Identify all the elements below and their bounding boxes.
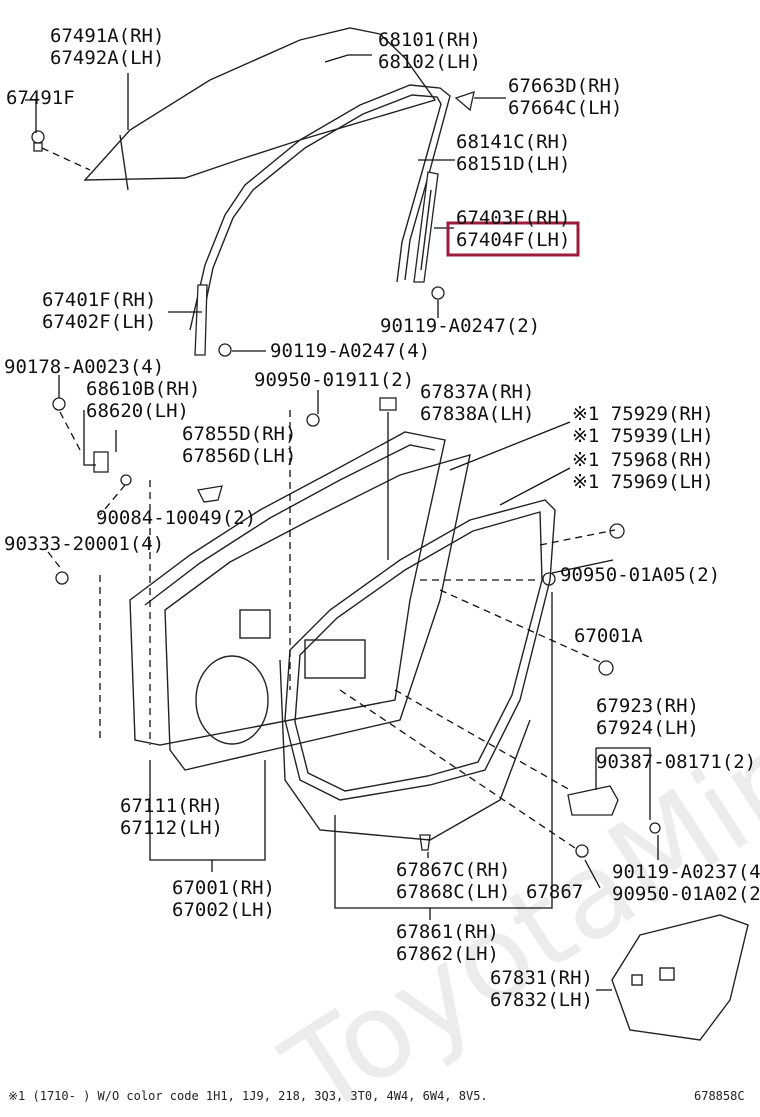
clip-90950-01911: [306, 413, 320, 427]
plug-90950-01a02: [575, 844, 589, 858]
label-75968: ※1 75968(RH): [572, 449, 714, 471]
label-67002: 67002(LH): [172, 899, 275, 921]
label-67837a: 67837A(RH): [420, 381, 534, 403]
label-75969: ※1 75969(LH): [572, 471, 714, 493]
footer-note: ※1 (1710- ) W/O color code 1H1, 1J9, 218…: [8, 1089, 488, 1103]
label-67861: 67861(RH): [396, 921, 499, 943]
bolt-90084: [120, 474, 132, 486]
label-67402f: 67402F(LH): [42, 311, 156, 333]
leader-lines: [25, 54, 659, 991]
label-90387: 90387-08171(2): [596, 751, 756, 773]
label-90178: 90178-A0023(4): [4, 356, 164, 378]
hinge-68610b: [93, 451, 109, 473]
label-67663d: 67663D(RH): [508, 75, 622, 97]
label-67401f: 67401F(RH): [42, 289, 156, 311]
mirror-cover-67923: [567, 785, 619, 816]
label-75929: ※1 75929(RH): [572, 403, 714, 425]
label-67111: 67111(RH): [120, 795, 223, 817]
highlight-box: [446, 221, 580, 257]
label-67867: 67867: [526, 881, 583, 903]
label-67923: 67923(RH): [596, 695, 699, 717]
door-inner-panel: [164, 454, 471, 771]
door-opening-trim: [279, 659, 531, 841]
screw-90333: [55, 571, 69, 585]
label-67832: 67832(LH): [490, 989, 593, 1011]
door-outer-panel: [129, 431, 446, 746]
corner-cover: [454, 91, 475, 112]
clip-67867c: [419, 834, 431, 851]
bolt-90119-a0237: [649, 822, 661, 834]
door-frame-moulding: [189, 84, 451, 331]
label-67664c: 67664C(LH): [508, 97, 622, 119]
label-90950-01a02: 90950-01A02(2): [612, 883, 760, 905]
label-68141c: 68141C(RH): [456, 131, 570, 153]
label-67491f: 67491F: [6, 87, 75, 109]
label-67404f: 67404F(LH): [456, 229, 570, 251]
label-68151d: 68151D(LH): [456, 153, 570, 175]
label-90119-a0237: 90119-A0237(4): [612, 861, 760, 883]
label-67492a: 67492A(LH): [50, 47, 164, 69]
label-67924: 67924(LH): [596, 717, 699, 739]
cushion-67855d: [197, 485, 223, 503]
label-67856d: 67856D(LH): [182, 445, 296, 467]
label-67867c: 67867C(RH): [396, 859, 510, 881]
clip-67837a: [379, 397, 397, 411]
label-67403f: 67403F(RH): [456, 207, 570, 229]
label-68102: 68102(LH): [378, 51, 481, 73]
label-90950-01a05: 90950-01A05(2): [560, 564, 720, 586]
label-67001a: 67001A: [574, 625, 643, 647]
clip-67491f: [31, 130, 45, 152]
rear-channel: [413, 171, 439, 283]
label-90950-01911: 90950-01911(2): [254, 369, 414, 391]
part-labels: 67491A(RH) 67492A(LH) 67491F 68101(RH) 6…: [4, 25, 760, 1011]
plug-67001a: [598, 660, 614, 676]
label-67001: 67001(RH): [172, 877, 275, 899]
clip-90950-01a05: [542, 523, 625, 586]
label-67862: 67862(LH): [396, 943, 499, 965]
label-68101: 68101(RH): [378, 29, 481, 51]
bolt-90178: [52, 397, 66, 411]
label-75939: ※1 75939(LH): [572, 425, 714, 447]
label-90084: 90084-10049(2): [96, 507, 256, 529]
label-67868c: 67868C(LH): [396, 881, 510, 903]
label-67831: 67831(RH): [490, 967, 593, 989]
inner-trim-panel: [611, 914, 749, 1041]
label-90119-a0247-2: 90119-A0247(2): [380, 315, 540, 337]
label-67855d: 67855D(RH): [182, 423, 296, 445]
bolt-90119-mid: [218, 343, 232, 357]
label-90333: 90333-20001(4): [4, 533, 164, 555]
label-67491a: 67491A(RH): [50, 25, 164, 47]
watermark: ToyotaMine.ru: [261, 576, 760, 1112]
diagram-code: 678858C: [694, 1089, 745, 1103]
label-67112: 67112(LH): [120, 817, 223, 839]
door-weatherstrip: [284, 499, 556, 801]
door-glass: [83, 27, 437, 191]
label-67838a: 67838A(LH): [420, 403, 534, 425]
label-68620: 68620(LH): [86, 400, 189, 422]
bolt-90119-upper: [431, 286, 445, 300]
front-channel: [194, 284, 208, 356]
label-68610b: 68610B(RH): [86, 378, 200, 400]
label-90119-a0247-4: 90119-A0247(4): [270, 340, 430, 362]
